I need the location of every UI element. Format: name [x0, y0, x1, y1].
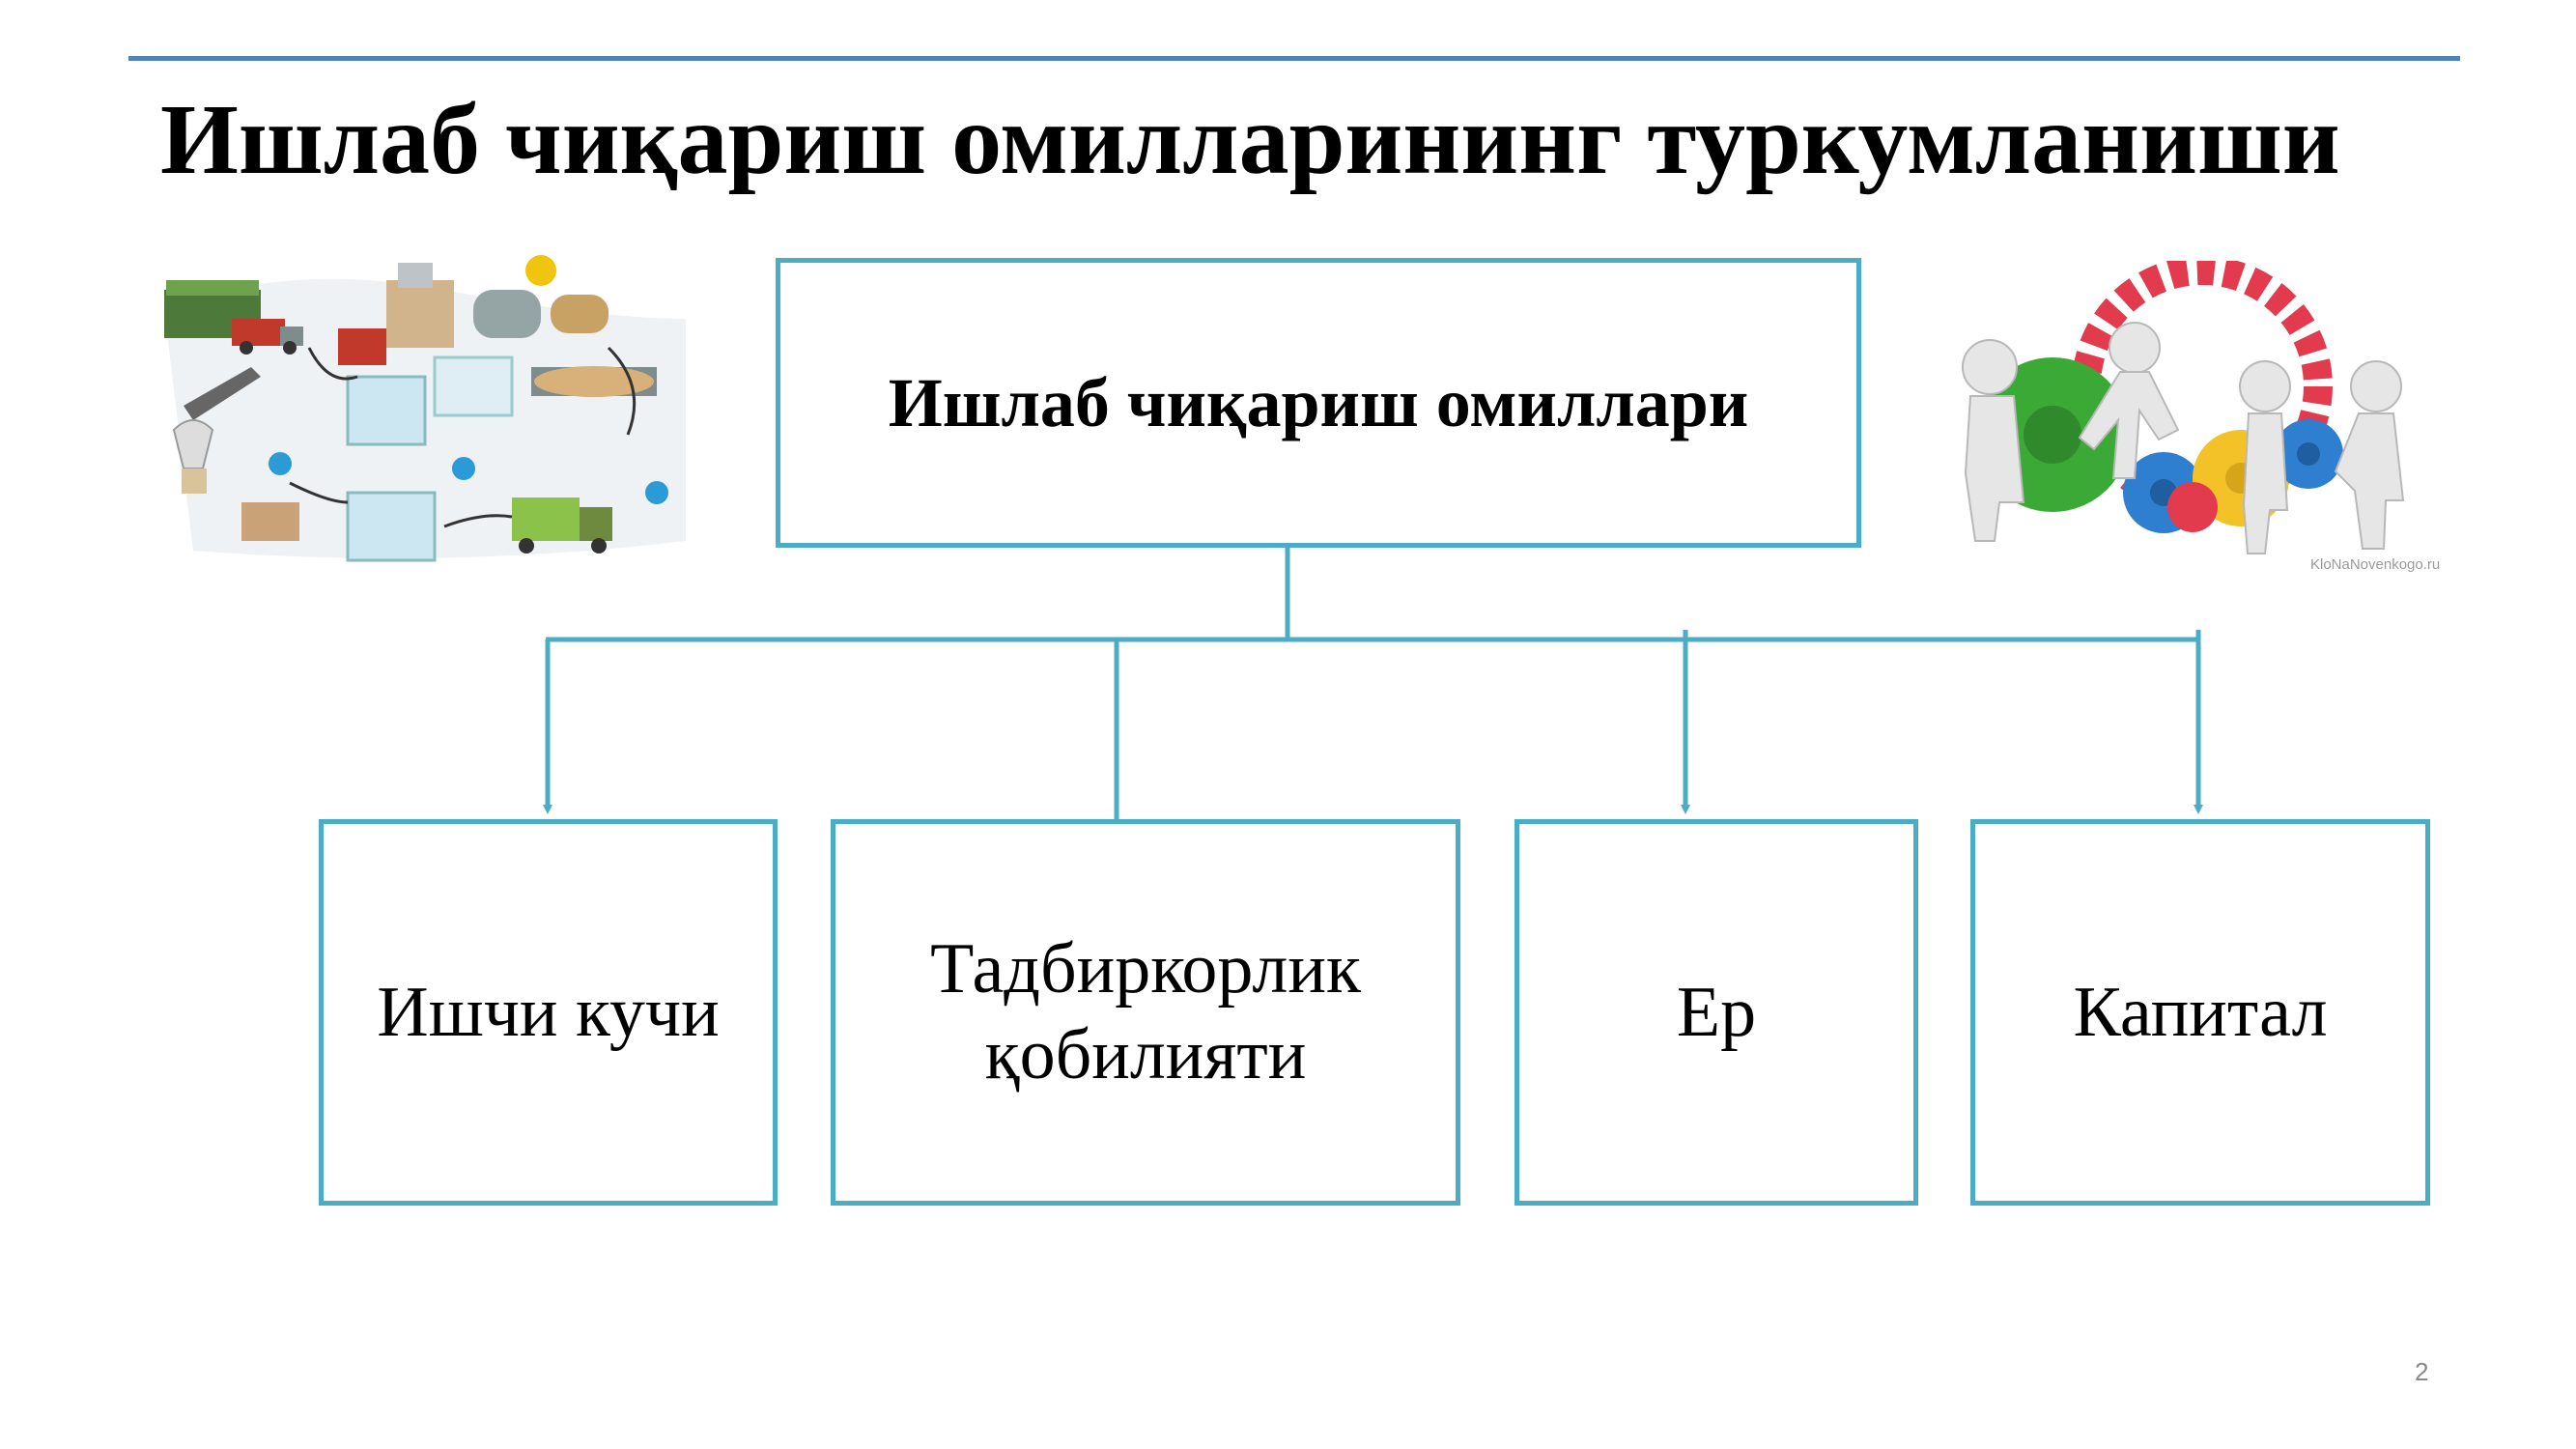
child-label: Ер — [1676, 972, 1757, 1052]
child-box-labor: Ишчи кучи — [319, 819, 778, 1206]
child-box-capital: Капитал — [1970, 819, 2430, 1206]
root-box: Ишлаб чиқариш омиллари — [776, 258, 1861, 548]
child-label: Ишчи кучи — [377, 972, 720, 1052]
slide-title: Ишлаб чиқариш омилларининг туркумланиши — [160, 84, 2340, 195]
page-number: 2 — [2415, 1357, 2429, 1386]
people-with-gears-illustration — [1962, 261, 2405, 554]
production-line-illustration — [164, 255, 686, 562]
image-watermark: KloNaNovenkogo.ru — [2310, 556, 2441, 573]
root-label: Ишлаб чиқариш омиллари — [888, 363, 1749, 441]
child-box-entrepreneurship: Тадбиркорлик қобилияти — [831, 819, 1460, 1206]
child-label: Тадбиркорлик қобилияти — [930, 929, 1361, 1094]
child-label: Капитал — [2073, 972, 2328, 1052]
title-rule — [128, 56, 2460, 61]
child-box-land: Ер — [1514, 819, 1918, 1206]
